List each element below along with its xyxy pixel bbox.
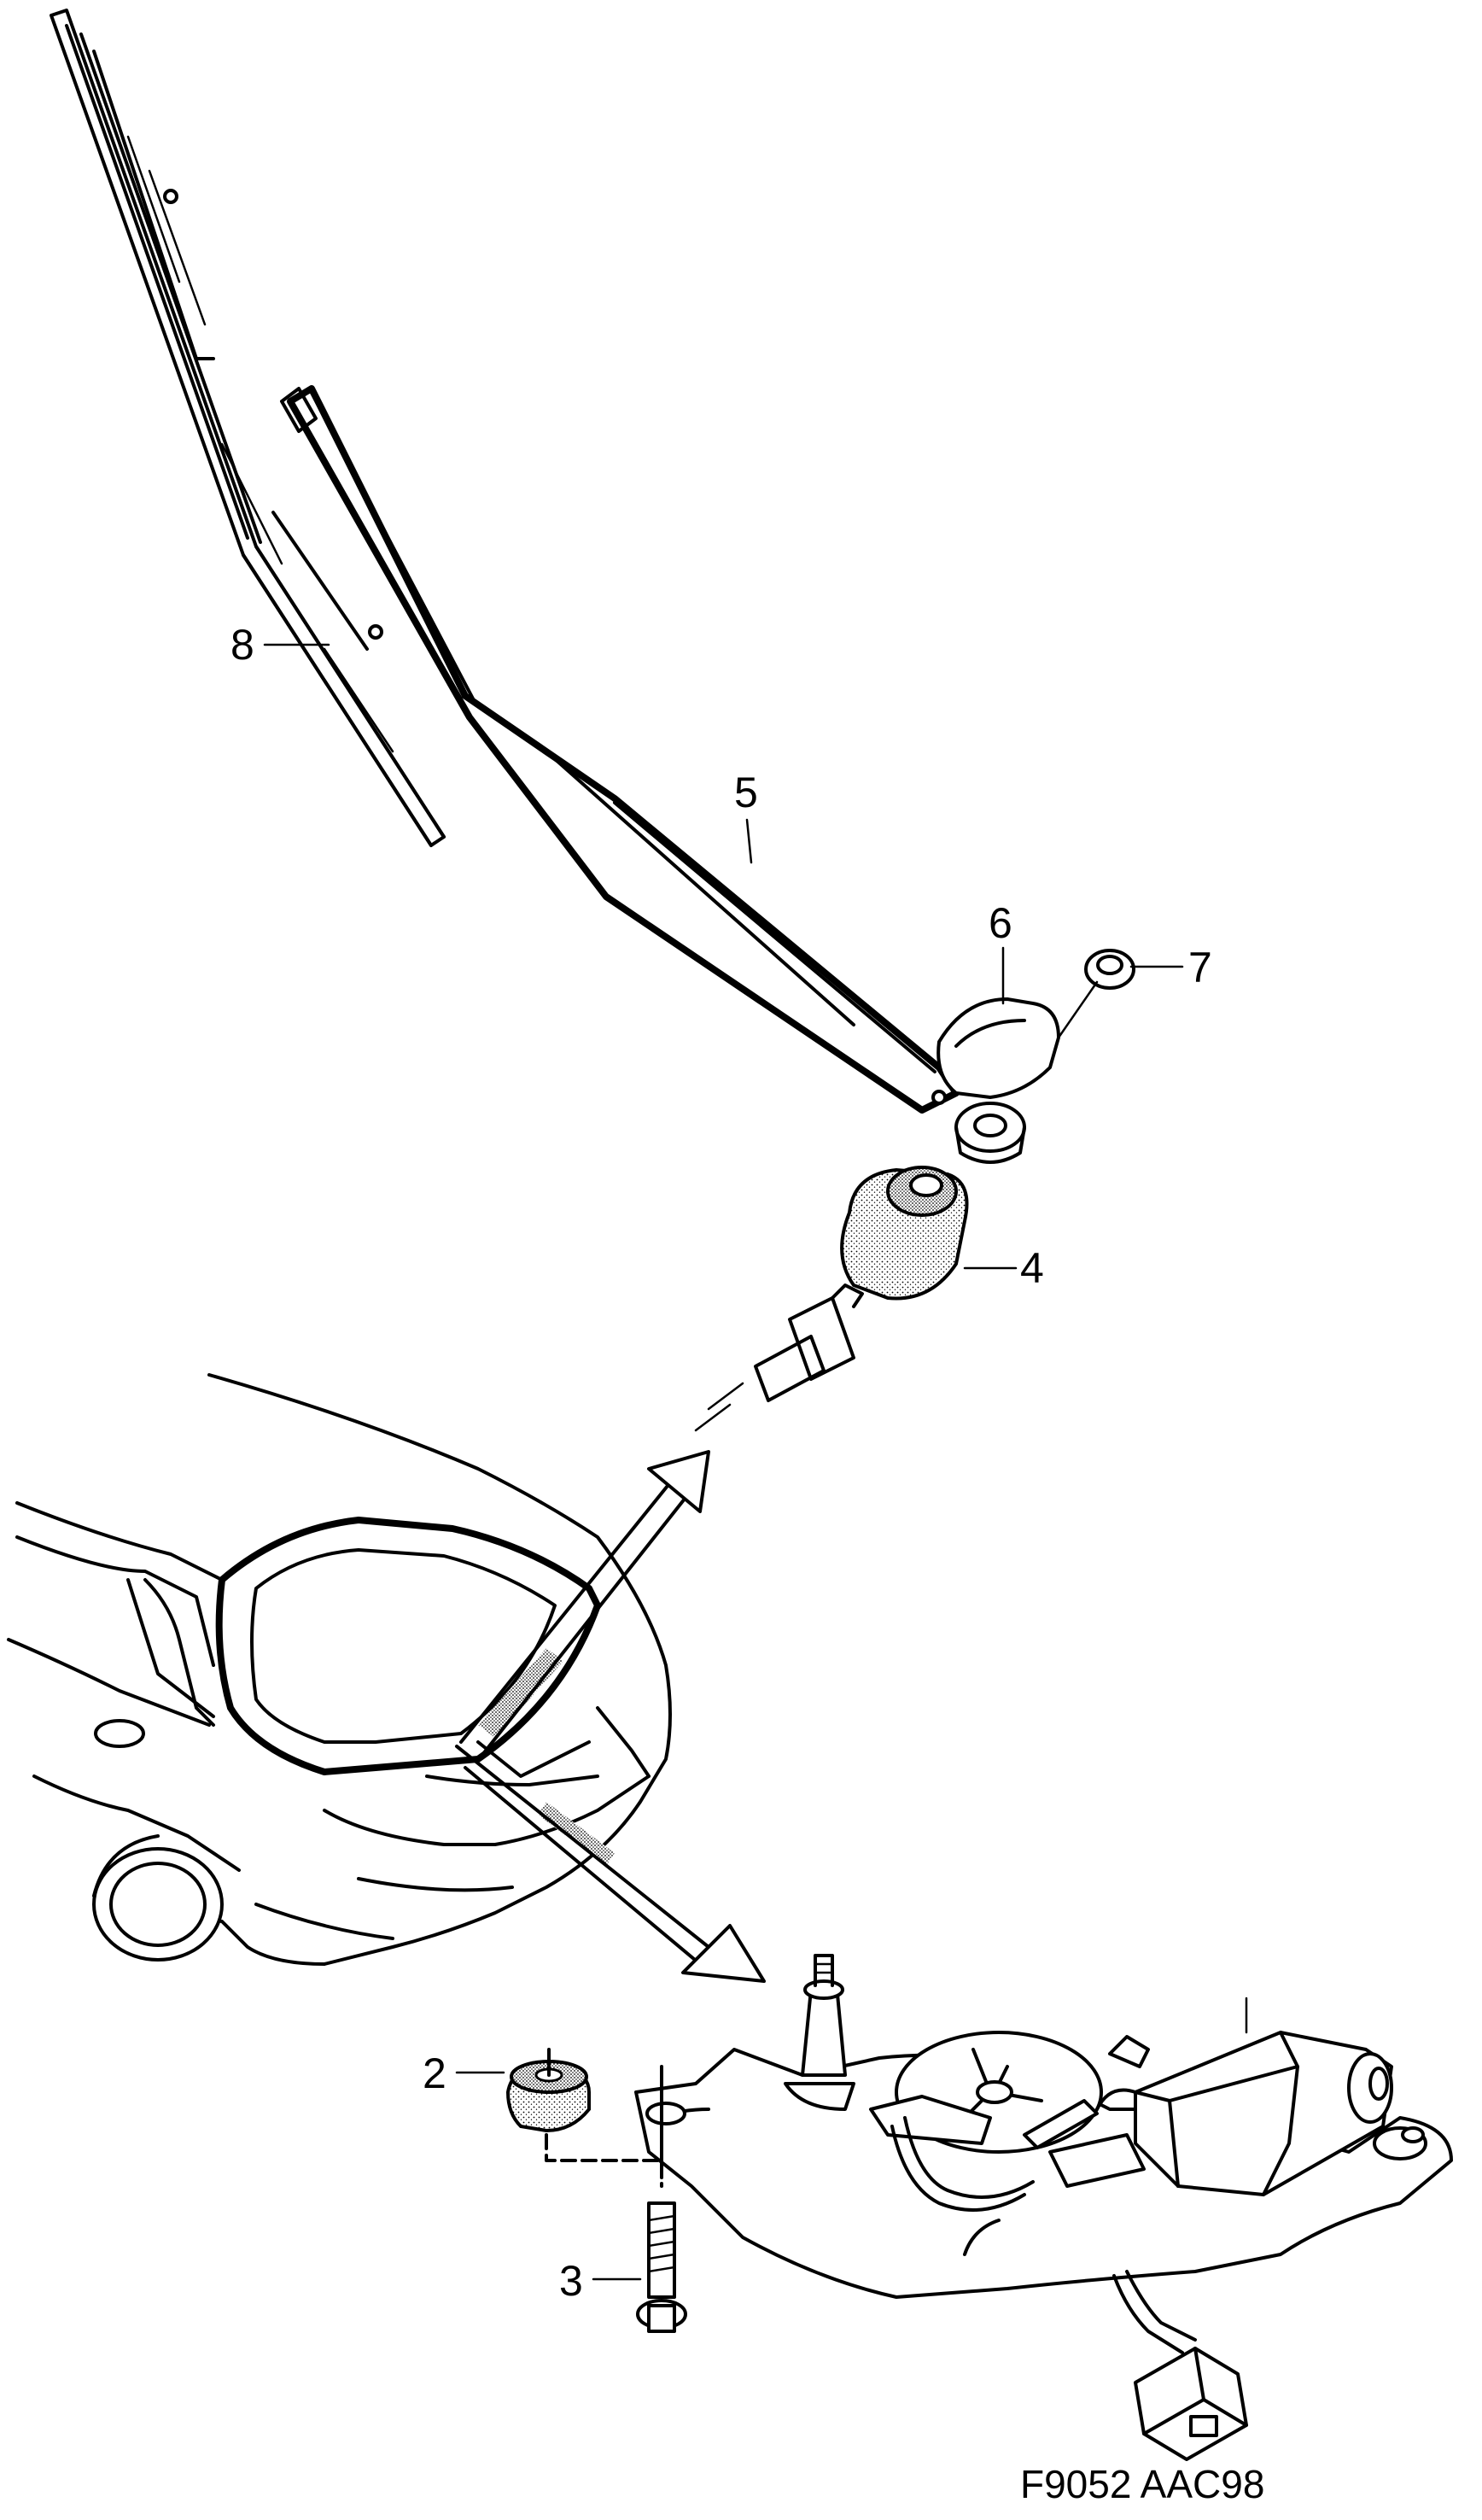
spindle-bushing: [954, 1102, 1026, 1164]
arm-cap-part-6: [936, 997, 1060, 1099]
rubber-grommet-part-4: [840, 1166, 969, 1301]
wiper-motor-part-1: [634, 1954, 1453, 2461]
callout-4: 4: [1020, 1244, 1044, 1292]
nut-part-7: [1057, 949, 1135, 1039]
leader-lines: [263, 643, 1184, 2281]
callout-6: 6: [989, 899, 1012, 947]
rubber-bushing-part-2: [505, 2048, 591, 2133]
callout-7: 7: [1188, 944, 1212, 991]
motor-spindle: [694, 1283, 864, 1432]
figure-reference-code: F9052 AAC98: [1020, 2462, 1264, 2506]
car-rear-view: [7, 1373, 672, 1966]
callout-2: 2: [423, 2049, 446, 2097]
callout-5: 5: [734, 769, 758, 816]
callout-8: 8: [230, 621, 254, 669]
bolt-part-3: [636, 2065, 687, 2333]
assembly-arrows: [455, 1450, 766, 1983]
wiper-blade-part-8: [50, 9, 446, 847]
callout-3: 3: [559, 2257, 583, 2305]
assembly-dashed-line: [545, 2133, 663, 2188]
